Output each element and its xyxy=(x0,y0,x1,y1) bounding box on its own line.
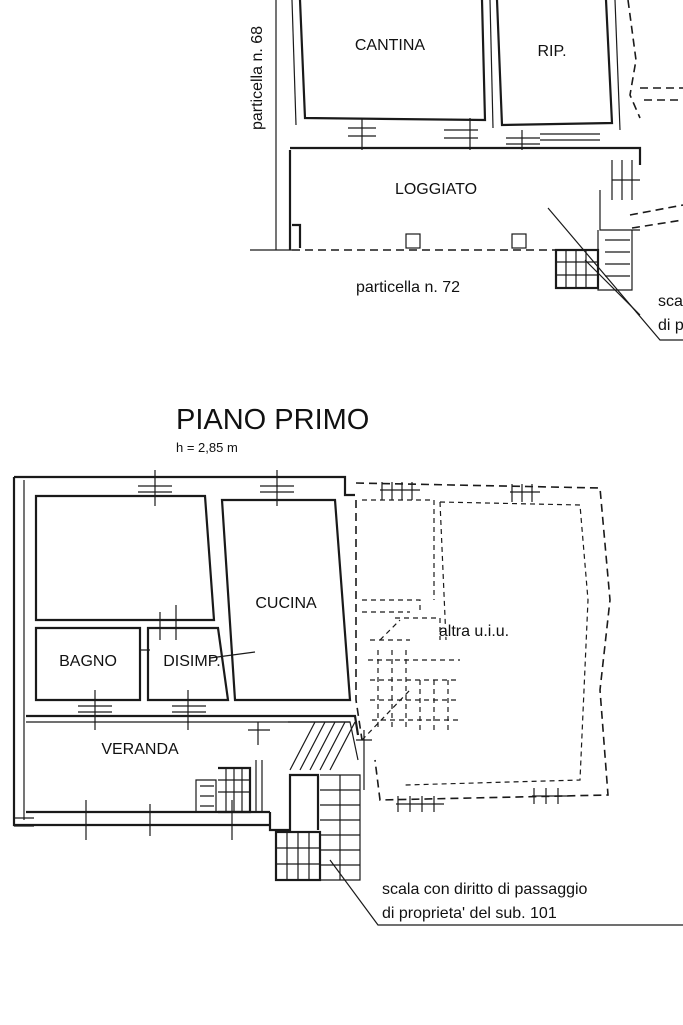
bagno-label: BAGNO xyxy=(59,653,117,670)
bagno-walls xyxy=(34,626,142,702)
shared-stair xyxy=(268,721,361,882)
bedroom-walls xyxy=(34,494,216,622)
stair-note-fragment-line2: di p xyxy=(658,317,683,334)
loggiato-top-wall xyxy=(290,146,642,165)
outer-left-wall xyxy=(12,477,270,827)
disimp-walls xyxy=(146,626,230,702)
floor-title: PIANO PRIMO xyxy=(176,404,369,436)
parcel-72-label: particella n. 72 xyxy=(356,279,460,296)
floor-height: h = 2,85 m xyxy=(176,440,238,455)
cantina-walls xyxy=(298,0,487,122)
cantina-label: CANTINA xyxy=(355,37,426,54)
stair-note-fragment-line1: sca xyxy=(658,293,683,310)
veranda-stair xyxy=(195,760,263,814)
cucina-label: CUCINA xyxy=(255,595,317,612)
stair-note-line2: di proprieta' del sub. 101 xyxy=(382,905,557,922)
first-floor-plan: CUCINA BAGNO DISIMP. VERANDA altra u.i.u… xyxy=(12,470,683,926)
upper-stair xyxy=(554,230,633,291)
outer-top-wall xyxy=(14,475,355,497)
stair-note-line1: scala con diritto di passaggio xyxy=(382,881,588,898)
upper-plan: CANTINA RIP. LOGGIATO particella n. 72 p… xyxy=(249,0,683,341)
other-unit-label: altra u.i.u. xyxy=(439,623,509,640)
loggiato-label: LOGGIATO xyxy=(395,181,477,198)
cucina-walls xyxy=(220,498,352,702)
disimp-label: DISIMP. xyxy=(163,653,221,670)
rip-label: RIP. xyxy=(537,43,566,60)
parcel-68-label: particella n. 68 xyxy=(249,26,266,130)
veranda-label: VERANDA xyxy=(101,741,179,758)
rip-walls xyxy=(495,0,614,127)
other-unit-outline xyxy=(355,482,611,812)
veranda-top-wall xyxy=(26,714,360,736)
stair-note-leader xyxy=(329,859,683,926)
